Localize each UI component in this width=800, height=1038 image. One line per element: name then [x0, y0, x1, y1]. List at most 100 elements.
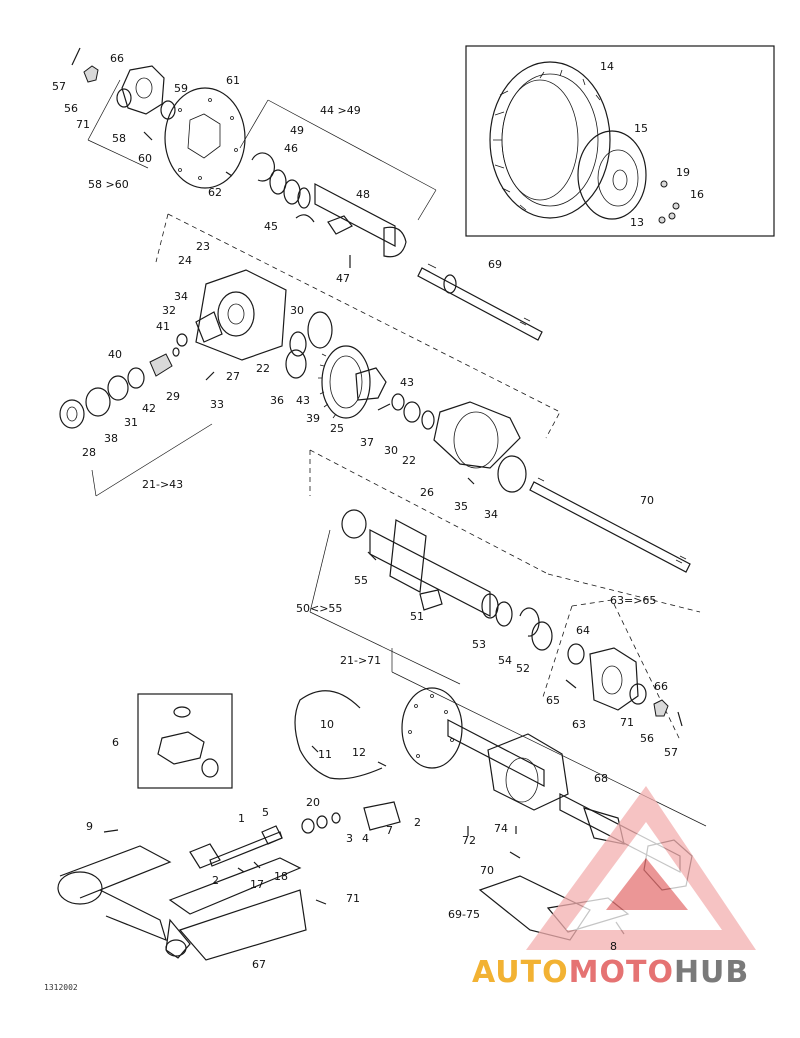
label-29: 29 — [166, 390, 180, 403]
brake-hub-assembly — [71, 47, 246, 189]
hub-63 — [589, 647, 639, 711]
watermark-triangle — [526, 786, 756, 950]
label-68: 68 — [594, 772, 608, 785]
swing-arm — [57, 845, 327, 961]
wheel-inset-frame — [465, 45, 775, 237]
pinion-gear — [149, 353, 173, 377]
rim — [577, 130, 647, 220]
label-12: 12 — [352, 746, 366, 759]
label-range-63-65: 63=>65 — [610, 594, 656, 607]
label-42: 42 — [142, 402, 156, 415]
brake-line — [294, 690, 387, 780]
label-66: 66 — [110, 52, 124, 65]
label-70: 70 — [480, 864, 494, 877]
label-7: 7 — [386, 824, 393, 837]
label-26: 26 — [420, 486, 434, 499]
label-37: 37 — [360, 436, 374, 449]
swing-arm-pivot — [57, 871, 103, 905]
label-35: 35 — [454, 500, 468, 513]
shim-30 — [307, 311, 333, 349]
label-72: 72 — [462, 834, 476, 847]
label-5: 5 — [262, 806, 269, 819]
diff-housing-right — [433, 401, 521, 469]
label-25: 25 — [330, 422, 344, 435]
label-56: 56 — [640, 732, 654, 745]
label-19: 19 — [676, 166, 690, 179]
label-45: 45 — [264, 220, 278, 233]
label-4: 4 — [362, 832, 369, 845]
label-62: 62 — [208, 186, 222, 199]
label-39: 39 — [306, 412, 320, 425]
label-64: 64 — [576, 624, 590, 637]
label-74: 74 — [494, 822, 508, 835]
axle-shaft-69 — [417, 260, 543, 341]
hub-flange — [121, 65, 165, 115]
u-joint-inset — [137, 693, 233, 789]
label-20: 20 — [306, 796, 320, 809]
watermark-moto: MOTO — [568, 955, 674, 990]
cotter-pin — [71, 47, 81, 66]
tube-section-50-55 — [309, 450, 553, 685]
label-61: 61 — [226, 74, 240, 87]
differential-section — [59, 213, 561, 497]
label-27: 27 — [226, 370, 240, 383]
label-65: 65 — [546, 694, 560, 707]
rear-brake-disc — [401, 687, 463, 769]
label-24: 24 — [178, 254, 192, 267]
tire — [489, 61, 611, 219]
label-17: 17 — [250, 878, 264, 891]
castle-nut — [83, 65, 99, 83]
label-range-21-71: 21->71 — [340, 654, 381, 667]
label-70: 70 — [640, 494, 654, 507]
label-31: 31 — [124, 416, 138, 429]
label-46: 46 — [284, 142, 298, 155]
label-2: 2 — [414, 816, 421, 829]
watermark-hub: HUB — [673, 955, 750, 990]
label-47: 47 — [336, 272, 350, 285]
label-33: 33 — [210, 398, 224, 411]
label-58: 58 — [112, 132, 126, 145]
watermark-auto: AUTO — [472, 955, 569, 990]
label-30: 30 — [290, 304, 304, 317]
axle-shaft-70 — [309, 449, 701, 613]
label-63: 63 — [572, 718, 586, 731]
label-30: 30 — [384, 444, 398, 457]
label-52: 52 — [516, 662, 530, 675]
label-9: 9 — [86, 820, 93, 833]
u-joint-inset-frame — [137, 693, 233, 789]
label-32: 32 — [162, 304, 176, 317]
label-15: 15 — [634, 122, 648, 135]
label-59: 59 — [174, 82, 188, 95]
label-3: 3 — [346, 832, 353, 845]
label-40: 40 — [108, 348, 122, 361]
label-22: 22 — [402, 454, 416, 467]
drawing-code: 1312002 — [44, 983, 78, 992]
label-18: 18 — [274, 870, 288, 883]
o-ring-34 — [497, 455, 527, 493]
label-22: 22 — [256, 362, 270, 375]
label-range-21-43: 21->43 — [142, 478, 183, 491]
label-14: 14 — [600, 60, 614, 73]
label-48: 48 — [356, 188, 370, 201]
ring-gear — [321, 345, 371, 419]
seal-28 — [59, 399, 85, 429]
label-51: 51 — [410, 610, 424, 623]
watermark-logo: AUTOMOTOHUB — [472, 955, 749, 990]
label-6: 6 — [112, 736, 119, 749]
label-range-50-55: 50<>55 — [296, 602, 342, 615]
label-28: 28 — [82, 446, 96, 459]
label-49: 49 — [290, 124, 304, 137]
label-54: 54 — [498, 654, 512, 667]
label-1: 1 — [238, 812, 245, 825]
label-41: 41 — [156, 320, 170, 333]
part-labels: 57 66 56 71 58 59 60 61 58 >60 62 44 >49… — [52, 52, 704, 971]
wheel-nuts — [658, 180, 680, 224]
label-range-44-49: 44 >49 — [320, 104, 361, 117]
label-57: 57 — [52, 80, 66, 93]
seal-59 — [160, 100, 176, 120]
label-60: 60 — [138, 152, 152, 165]
label-11: 11 — [318, 748, 332, 761]
label-36: 36 — [270, 394, 284, 407]
label-71: 71 — [346, 892, 360, 905]
label-range-69-75: 69-75 — [448, 908, 480, 921]
